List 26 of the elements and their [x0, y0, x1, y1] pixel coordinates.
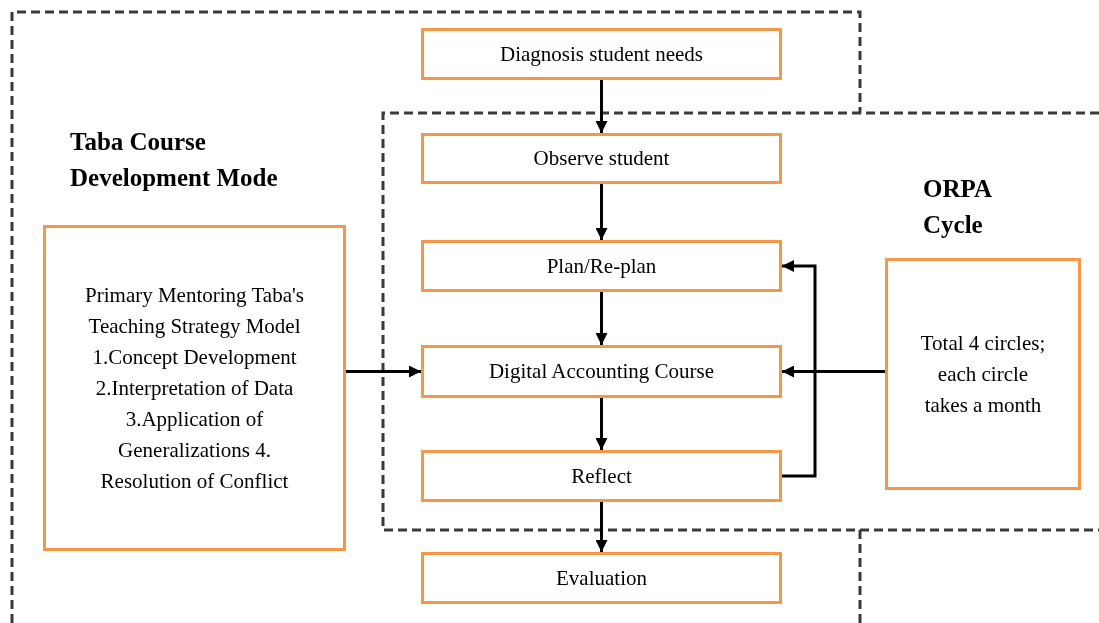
arrow [595, 502, 608, 552]
box-label: Diagnosis student needs [500, 40, 703, 68]
box-label: Total 4 circles; each circle takes a month [919, 329, 1047, 419]
process-box [421, 28, 782, 80]
process-box [421, 345, 782, 398]
process-box [421, 240, 782, 292]
arrow [595, 184, 608, 240]
arrow [595, 292, 608, 345]
arrow [782, 365, 885, 378]
box-label: Digital Accounting Course [488, 358, 715, 385]
arrow [782, 260, 817, 478]
box-label: Plan/Re-plan [546, 252, 657, 280]
box-label: Observe student [533, 145, 670, 172]
arrow [595, 398, 608, 450]
box-label: Primary Mentoring Taba's Teaching Strategy Model 1.Concept Development 2.Interpretation of Data 3.Application of Generalizations 4. Resolution of Conflict [84, 281, 305, 495]
box-label: Evaluation [556, 564, 647, 592]
box-label: Reflect [571, 462, 632, 490]
process-box [43, 225, 346, 551]
arrow [346, 365, 421, 378]
process-box [885, 258, 1081, 490]
region-title: Taba Course Development Mode [70, 127, 279, 193]
arrow [595, 80, 608, 133]
process-box [421, 450, 782, 502]
process-box [421, 133, 782, 184]
region-title: ORPA Cycle [923, 174, 993, 240]
process-box [421, 552, 782, 604]
